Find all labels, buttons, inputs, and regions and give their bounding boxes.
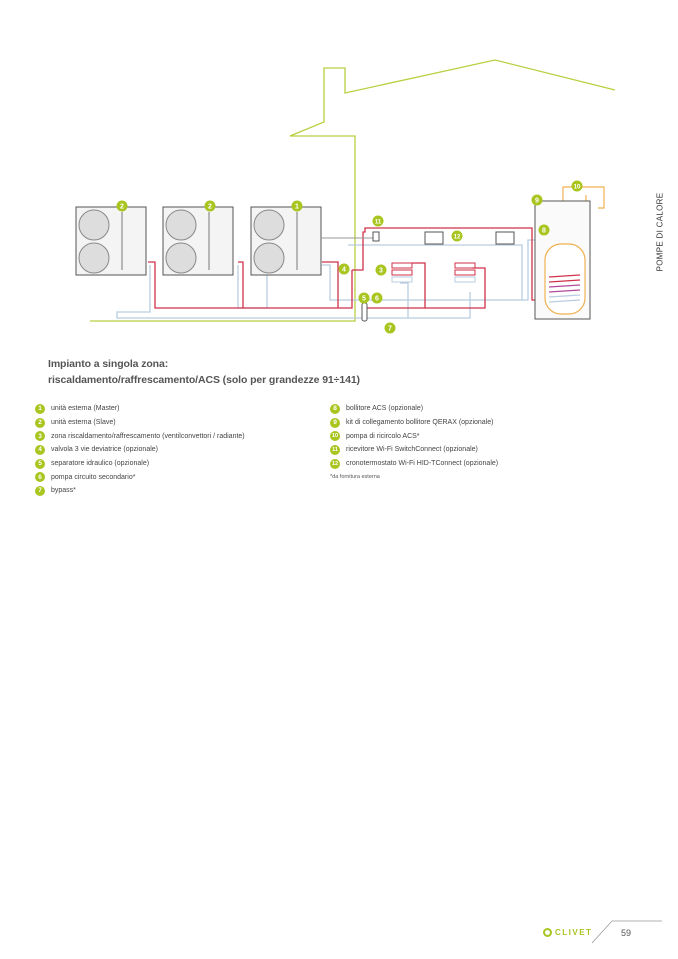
page-number: 59 bbox=[621, 928, 632, 938]
diagram-badge-2: 2 bbox=[204, 200, 216, 212]
number-badge: 10 bbox=[330, 431, 340, 442]
svg-text:1: 1 bbox=[295, 204, 299, 211]
diagram-badge-10: 10 bbox=[571, 180, 583, 192]
number-badge: 12 bbox=[330, 458, 340, 469]
outdoor-unit-slave bbox=[162, 206, 234, 276]
dhw-tank bbox=[544, 243, 586, 315]
footnote: *da fornitura esterna bbox=[330, 474, 380, 481]
thermostat-icon bbox=[424, 231, 444, 245]
diagram-badge-8: 8 bbox=[538, 224, 550, 236]
diagram-badge-2: 2 bbox=[116, 200, 128, 212]
svg-text:6: 6 bbox=[375, 296, 379, 303]
number-badge: 4 bbox=[35, 444, 45, 455]
number-badge: 8 bbox=[330, 403, 340, 414]
svg-text:2: 2 bbox=[120, 204, 124, 211]
svg-text:5: 5 bbox=[362, 296, 366, 303]
number-badge: 6 bbox=[35, 472, 45, 483]
svg-text:7: 7 bbox=[388, 326, 392, 333]
zone-emitter bbox=[391, 262, 476, 283]
svg-text:9: 9 bbox=[535, 198, 539, 205]
svg-text:4: 4 bbox=[342, 267, 346, 274]
diagram-badge-7: 7 bbox=[384, 322, 396, 334]
diagram-badge-5: 5 bbox=[358, 292, 370, 304]
number-badge: 9 bbox=[330, 417, 340, 428]
svg-text:12: 12 bbox=[454, 235, 461, 241]
diagram-badge-11: 11 bbox=[372, 215, 384, 227]
diagram-badge-12: 12 bbox=[451, 230, 463, 242]
svg-text:11: 11 bbox=[375, 220, 382, 226]
diagram-badge-1: 1 bbox=[291, 200, 303, 212]
svg-text:8: 8 bbox=[542, 228, 546, 235]
svg-text:10: 10 bbox=[574, 185, 581, 191]
section-label: POMPE DI CALORE bbox=[655, 192, 665, 272]
page-title: Impianto a singola zona: bbox=[48, 358, 169, 370]
footer-divider bbox=[591, 920, 662, 944]
diagram-badge-4: 4 bbox=[338, 263, 350, 275]
svg-text:3: 3 bbox=[379, 268, 383, 275]
house-outline bbox=[90, 59, 616, 322]
number-badge: 3 bbox=[35, 431, 45, 442]
logo-icon bbox=[543, 928, 552, 937]
clivet-logo: CLIVET bbox=[543, 928, 592, 937]
number-badge: 7 bbox=[35, 485, 45, 496]
outdoor-unit-master bbox=[250, 206, 322, 276]
number-badge: 11 bbox=[330, 444, 340, 455]
hydraulic-separator-icon bbox=[361, 302, 368, 322]
number-badge: 1 bbox=[35, 403, 45, 414]
diagram-badge-3: 3 bbox=[375, 264, 387, 276]
diagram-badge-6: 6 bbox=[371, 292, 383, 304]
diagram-badge-9: 9 bbox=[531, 194, 543, 206]
outdoor-unit-slave bbox=[75, 206, 147, 276]
thermostat-icon bbox=[495, 231, 515, 245]
svg-text:2: 2 bbox=[208, 204, 212, 211]
system-diagram: 2 2 1 11 12 3 4 5 6 7 8 9 10 bbox=[75, 59, 616, 334]
number-badge: 5 bbox=[35, 458, 45, 469]
number-badge: 2 bbox=[35, 417, 45, 428]
page-subtitle: riscaldamento/raffrescamento/ACS (solo p… bbox=[48, 374, 360, 386]
